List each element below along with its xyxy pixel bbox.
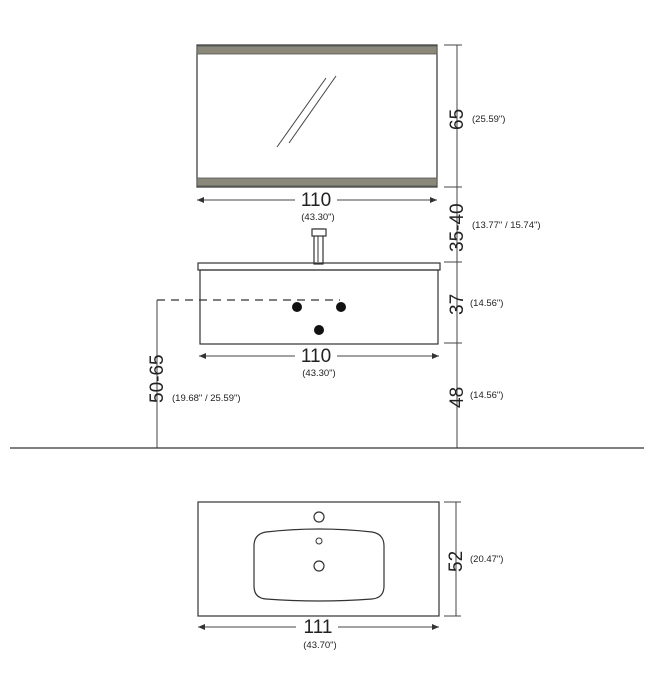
basin-depth-dimension: 52 (20.47") bbox=[444, 501, 503, 617]
mirror-width-cm: 110 bbox=[301, 190, 331, 211]
mirror-reflection-line bbox=[288, 75, 337, 144]
basin-width-cm: 111 bbox=[304, 617, 333, 638]
gap-in: (13.77" / 15.74") bbox=[472, 220, 541, 231]
drain-height-cm: 50-65 bbox=[147, 354, 168, 403]
mirror-bottom-light bbox=[196, 177, 438, 187]
gap-cm: 35-40 bbox=[447, 203, 468, 252]
basin-depth-cm: 52 bbox=[446, 551, 467, 572]
arrow-right-icon bbox=[432, 624, 439, 630]
drain-height-in: (19.68" / 25.59") bbox=[172, 393, 241, 404]
cabinet-height-cm: 37 bbox=[447, 294, 468, 315]
floor-clearance-dimension: 48 (14.56") bbox=[447, 343, 503, 448]
mirror-reflection-line bbox=[276, 77, 327, 148]
floor-clearance-cm: 48 bbox=[447, 387, 468, 408]
basin-width-dimension: 111 (43.70") bbox=[198, 617, 439, 651]
pipe-hole-icon bbox=[292, 302, 302, 312]
arrow-left-icon bbox=[198, 624, 205, 630]
arrow-right-icon bbox=[430, 197, 437, 203]
arrow-left-icon bbox=[197, 197, 204, 203]
mirror-width-dimension: 110 (43.30") bbox=[197, 190, 437, 223]
faucet-hole-icon bbox=[313, 511, 325, 523]
arrow-right-icon bbox=[432, 353, 439, 359]
mirror-height-cm: 65 bbox=[447, 109, 468, 130]
cabinet bbox=[197, 262, 441, 345]
mirror-width-in: (43.30") bbox=[301, 212, 334, 223]
sink-basin bbox=[253, 528, 385, 602]
mirror-height-dimension: 65 (25.59") bbox=[444, 44, 505, 188]
countertop-outline bbox=[197, 501, 440, 617]
cabinet-width-in: (43.30") bbox=[302, 368, 335, 379]
drain-icon bbox=[313, 560, 325, 572]
basin-depth-in: (20.47") bbox=[470, 554, 503, 565]
basin-width-in: (43.70") bbox=[303, 640, 336, 651]
mirror-frame bbox=[196, 44, 438, 188]
gap-dimension: 35-40 (13.77" / 15.74") bbox=[444, 187, 541, 263]
pipe-hole-icon bbox=[336, 302, 346, 312]
basin-top-view bbox=[197, 501, 440, 617]
arrow-left-icon bbox=[199, 353, 206, 359]
overflow-hole-icon bbox=[315, 537, 323, 545]
drain-hole-icon bbox=[314, 325, 324, 335]
cabinet-height-dimension: 37 (14.56") bbox=[444, 262, 503, 344]
cabinet-width-cm: 110 bbox=[301, 346, 331, 367]
floor-clearance-in: (14.56") bbox=[470, 390, 503, 401]
faucet bbox=[311, 228, 327, 265]
mirror-top-light bbox=[196, 45, 438, 55]
mirror bbox=[196, 44, 438, 188]
drain-height-dimension: 50-65 (19.68" / 25.59") bbox=[147, 300, 241, 448]
cabinet-width-dimension: 110 (43.30") bbox=[199, 346, 439, 379]
mirror-height-in: (25.59") bbox=[472, 114, 505, 125]
cabinet-body bbox=[199, 269, 439, 345]
cabinet-height-in: (14.56") bbox=[470, 298, 503, 309]
